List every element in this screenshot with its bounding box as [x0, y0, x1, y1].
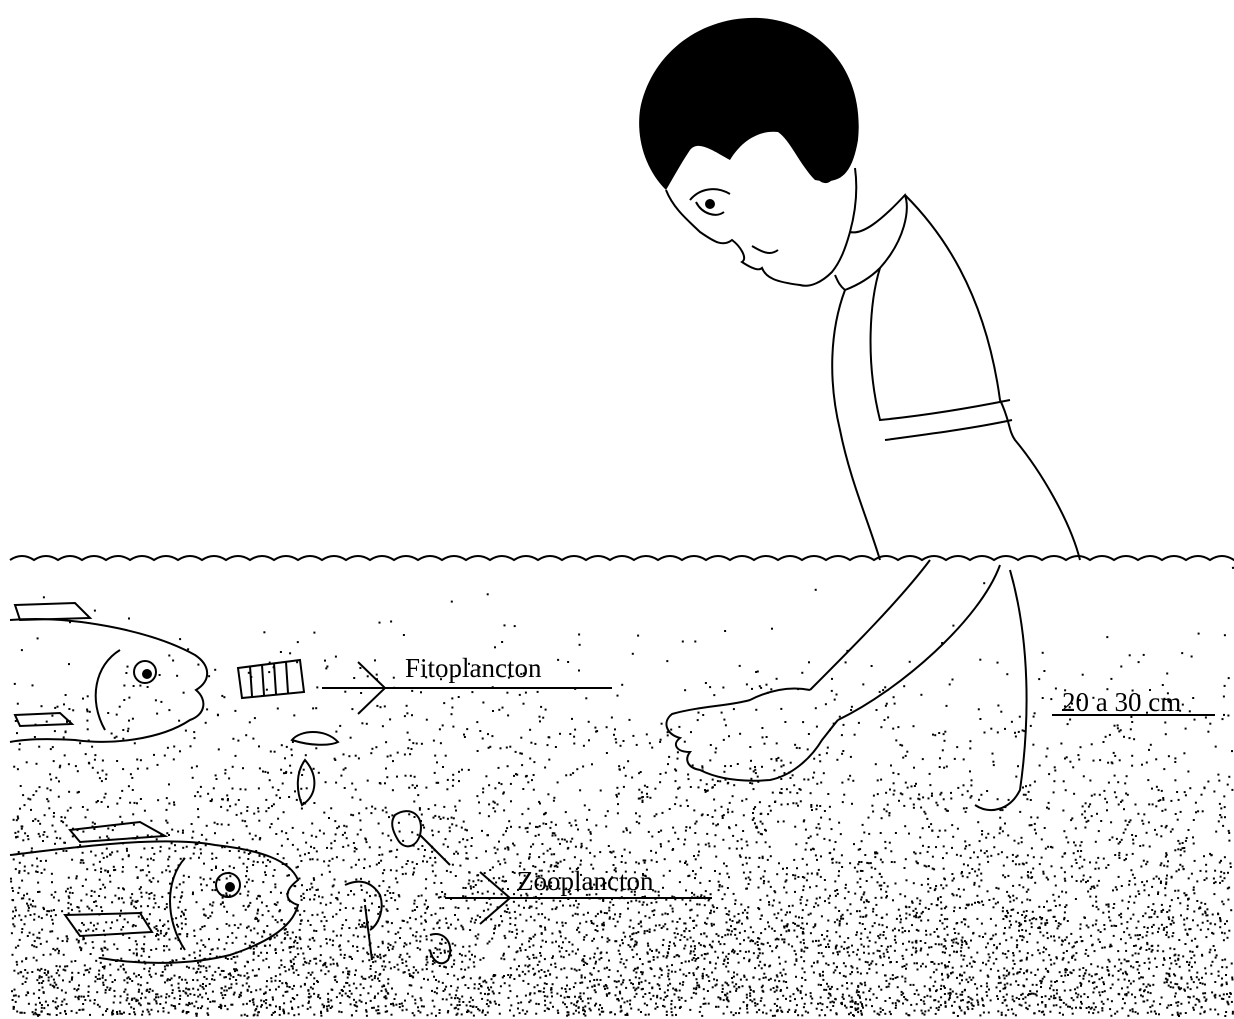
- depth-label: 20 a 30 cm: [1062, 687, 1181, 717]
- face: [666, 168, 856, 286]
- shirt-body: [905, 195, 1080, 560]
- fish-dorsal-fin: [15, 603, 90, 620]
- body-underwater: [975, 570, 1027, 810]
- mouth: [752, 246, 778, 253]
- pupil: [706, 200, 714, 208]
- fish-body: [10, 619, 207, 742]
- phytoplankton-chain: [238, 660, 304, 698]
- water-surface: [10, 556, 1234, 568]
- water-stipple: [10, 582, 1234, 1017]
- fish-upper: [10, 603, 207, 742]
- plankton-organisms: [238, 660, 450, 963]
- copepod: [298, 760, 315, 805]
- fish-gill: [96, 650, 120, 730]
- fish-lower: [10, 822, 298, 963]
- fish-pupil: [226, 883, 234, 891]
- shirt-front: [832, 290, 880, 560]
- sleeve-hem: [885, 420, 1012, 440]
- copepod: [292, 732, 338, 745]
- person: [639, 18, 1080, 810]
- hand: [666, 688, 838, 780]
- phytoplankton-label: Fitoplancton: [405, 653, 542, 683]
- zooplankton-label: Zooplancton: [517, 866, 654, 896]
- hair: [639, 18, 859, 190]
- fish-gill: [170, 858, 185, 950]
- neck: [835, 275, 845, 290]
- fish-pectoral-fin: [15, 713, 72, 726]
- fish-pupil: [143, 670, 151, 678]
- arm: [810, 560, 1000, 720]
